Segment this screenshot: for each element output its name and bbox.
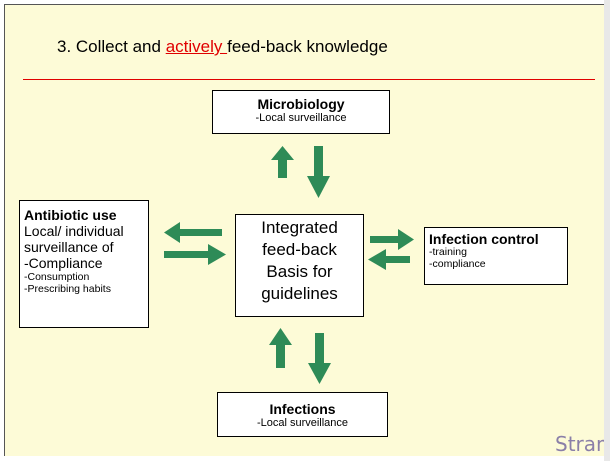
strama-logo: Strama: [555, 432, 610, 456]
arrow-right-to-infection-control: [370, 229, 414, 250]
center-line: Integrated: [261, 218, 338, 237]
infections-title: Infections: [269, 401, 336, 417]
arrow-down-from-microbiology: [307, 146, 330, 198]
heading-prefix: 3. Collect and: [57, 37, 166, 56]
arrow-left-to-center: [368, 249, 410, 270]
center-line: feed-back: [262, 240, 337, 259]
integrated-feedback-box: Integrated feed-back Basis for guideline…: [235, 214, 364, 317]
center-line: Basis for: [266, 262, 333, 281]
slide-heading: 3. Collect and actively feed-back knowle…: [57, 37, 388, 57]
arrow-left-to-antibiotic: [164, 222, 222, 243]
microbiology-line: -Local surveillance: [255, 112, 347, 124]
center-line: guidelines: [261, 284, 338, 303]
antibiotic-use-title: Antibiotic use: [24, 207, 117, 223]
infection-control-box: Infection control -training -compliance: [424, 227, 568, 285]
arrow-right-to-center: [164, 244, 226, 265]
antibiotic-use-subline: -Prescribing habits: [24, 283, 111, 296]
antibiotic-use-line: -Compliance: [24, 255, 103, 272]
infections-box: Infections -Local surveillance: [217, 392, 388, 437]
infection-control-title: Infection control: [429, 231, 539, 247]
antibiotic-use-line: surveillance of: [24, 239, 114, 256]
arrow-down-to-infections: [308, 333, 331, 384]
microbiology-title: Microbiology: [257, 96, 345, 112]
infections-line: -Local surveillance: [256, 417, 349, 429]
heading-suffix: feed-back knowledge: [227, 37, 388, 56]
antibiotic-use-line: Local/ individual: [24, 223, 124, 240]
infection-control-line: -compliance: [429, 257, 486, 270]
antibiotic-use-box: Antibiotic use Local/ individual surveil…: [19, 200, 149, 328]
microbiology-box: Microbiology -Local surveillance: [212, 90, 390, 134]
heading-rule: [23, 79, 595, 80]
antibiotic-use-subline: -Consumption: [24, 271, 90, 284]
right-edge: [604, 0, 610, 461]
heading-highlight: actively: [165, 37, 228, 56]
arrow-up-to-center: [269, 328, 292, 368]
infection-control-line: -training: [429, 246, 467, 259]
arrow-up-to-microbiology: [271, 146, 294, 178]
